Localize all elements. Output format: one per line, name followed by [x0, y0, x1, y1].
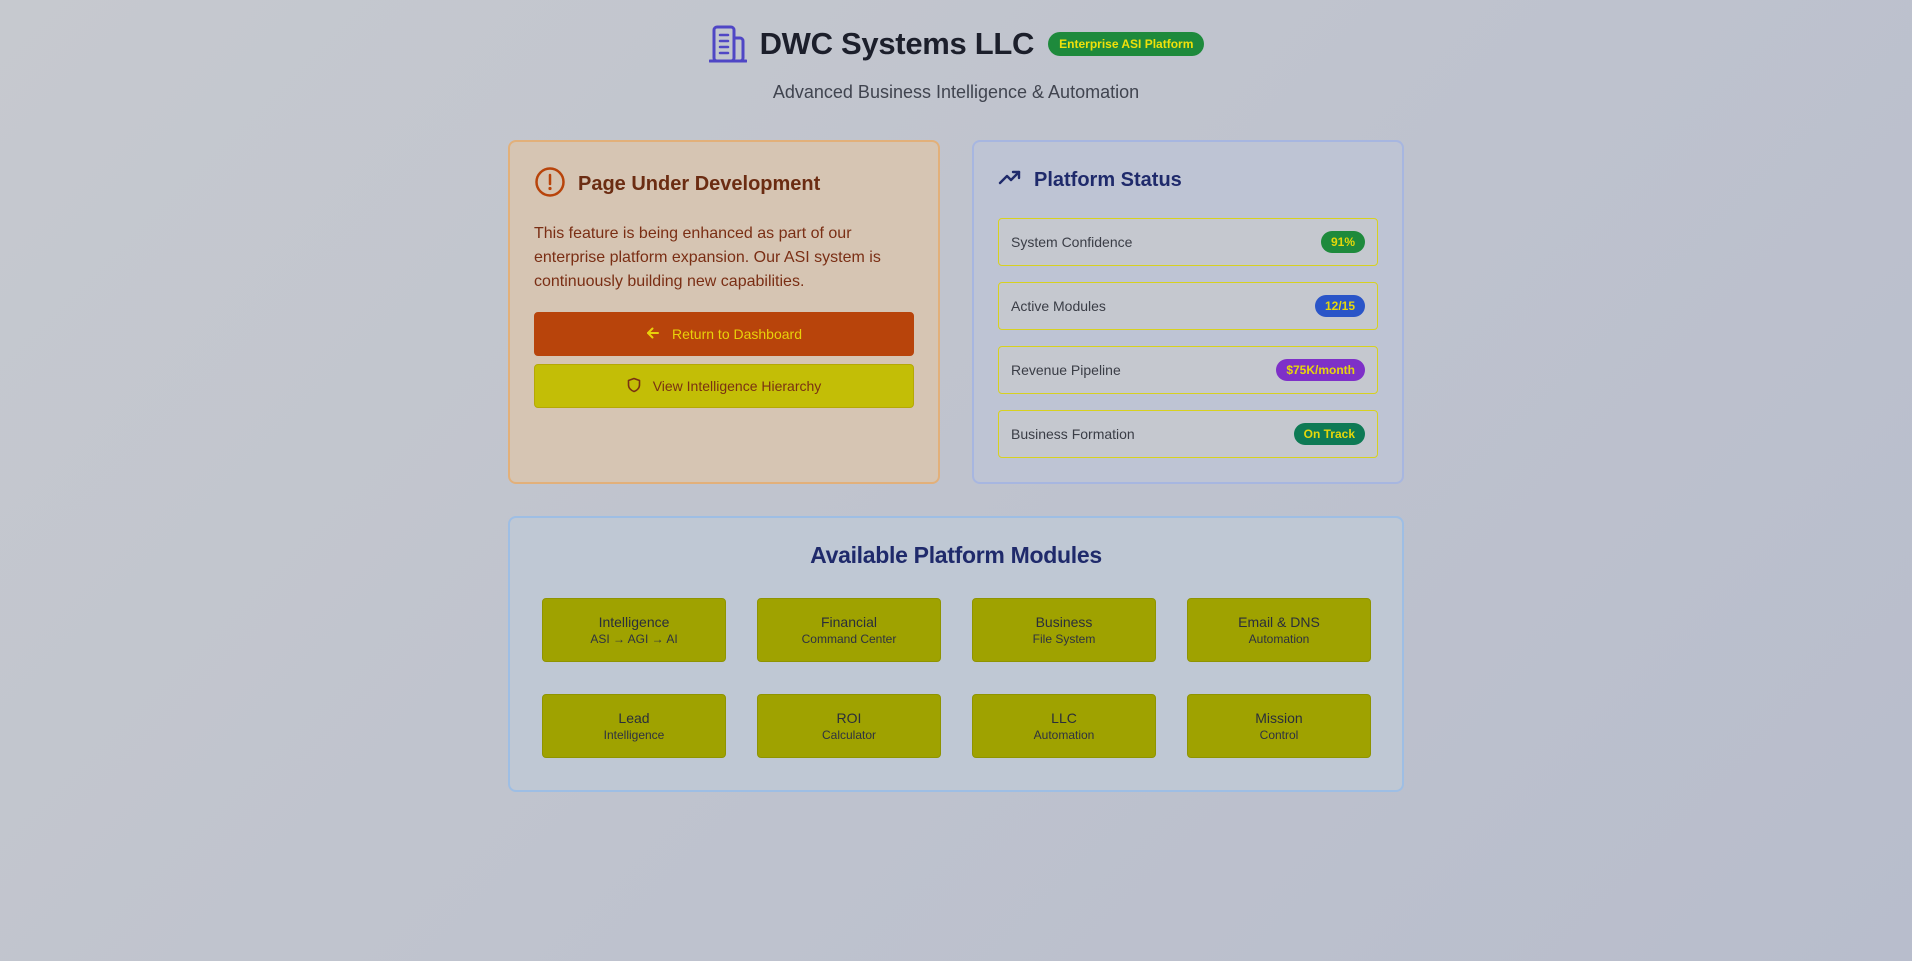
page-title: DWC Systems LLC — [759, 26, 1035, 61]
module-roi[interactable]: ROI Calculator — [757, 694, 941, 758]
platform-status-title: Platform Status — [1034, 169, 1182, 191]
module-subtitle: Command Center — [801, 632, 897, 646]
trending-up-icon — [998, 166, 1022, 195]
status-badge: 12/15 — [1314, 295, 1365, 317]
module-subtitle: Control — [1259, 728, 1299, 742]
module-intelligence[interactable]: Intelligence ASI → AGI → AI — [542, 598, 726, 662]
platform-modules-card: Available Platform Modules Intelligence … — [508, 516, 1404, 792]
page-header: DWC Systems LLC Enterprise ASI Platform … — [0, 24, 1912, 103]
arrow-left-icon — [646, 326, 660, 343]
status-row-revenue-pipeline: Revenue Pipeline $75K/month — [998, 346, 1378, 394]
shield-icon — [627, 377, 641, 396]
status-row-active-modules: Active Modules 12/15 — [998, 282, 1378, 330]
status-badge: $75K/month — [1276, 359, 1365, 381]
module-subtitle: ASI → AGI → AI — [590, 632, 678, 646]
return-to-dashboard-label: Return to Dashboard — [672, 326, 802, 342]
building-icon — [708, 24, 748, 64]
page-subtitle: Advanced Business Intelligence & Automat… — [772, 82, 1140, 102]
dev-notice-text: This feature is being enhanced as part o… — [534, 225, 881, 290]
dev-notice-header: Page Under Development — [534, 166, 820, 203]
module-subtitle: Intelligence — [603, 728, 665, 742]
status-label: Revenue Pipeline — [1011, 362, 1121, 378]
module-subtitle: Automation — [1033, 728, 1095, 742]
module-name: Lead — [618, 710, 650, 726]
module-name: Mission — [1255, 710, 1303, 726]
status-badge: On Track — [1293, 423, 1365, 445]
module-email-dns[interactable]: Email & DNS Automation — [1187, 598, 1371, 662]
modules-title: Available Platform Modules — [810, 542, 1102, 568]
module-subtitle: Calculator — [821, 728, 877, 742]
platform-status-header: Platform Status — [998, 166, 1182, 195]
status-label: Business Formation — [1011, 426, 1135, 442]
module-name: Email & DNS — [1238, 614, 1320, 630]
module-business[interactable]: Business File System — [972, 598, 1156, 662]
platform-status-card: Platform Status System Confidence 91% Ac… — [972, 140, 1404, 484]
platform-badge: Enterprise ASI Platform — [1048, 32, 1205, 56]
dev-notice-card: Page Under Development This feature is b… — [508, 140, 940, 484]
view-intelligence-hierarchy-label: View Intelligence Hierarchy — [652, 378, 822, 394]
status-badge: 91% — [1320, 231, 1365, 253]
dev-notice-title: Page Under Development — [578, 173, 821, 195]
return-to-dashboard-button[interactable]: Return to Dashboard — [534, 312, 914, 356]
status-row-business-formation: Business Formation On Track — [998, 410, 1378, 458]
module-financial[interactable]: Financial Command Center — [757, 598, 941, 662]
view-intelligence-hierarchy-button[interactable]: View Intelligence Hierarchy — [534, 364, 914, 408]
module-subtitle: File System — [1032, 632, 1096, 646]
alert-circle-icon — [534, 166, 566, 203]
module-name: LLC — [1051, 710, 1077, 726]
module-name: Business — [1035, 614, 1093, 630]
module-llc[interactable]: LLC Automation — [972, 694, 1156, 758]
module-name: Intelligence — [598, 614, 670, 630]
title-row: DWC Systems LLC Enterprise ASI Platform — [708, 24, 1205, 64]
module-mission[interactable]: Mission Control — [1187, 694, 1371, 758]
status-row-system-confidence: System Confidence 91% — [998, 218, 1378, 266]
module-lead[interactable]: Lead Intelligence — [542, 694, 726, 758]
status-label: System Confidence — [1011, 234, 1133, 250]
module-name: ROI — [836, 710, 862, 726]
module-subtitle: Automation — [1248, 632, 1310, 646]
status-label: Active Modules — [1011, 298, 1106, 314]
module-name: Financial — [820, 614, 878, 630]
